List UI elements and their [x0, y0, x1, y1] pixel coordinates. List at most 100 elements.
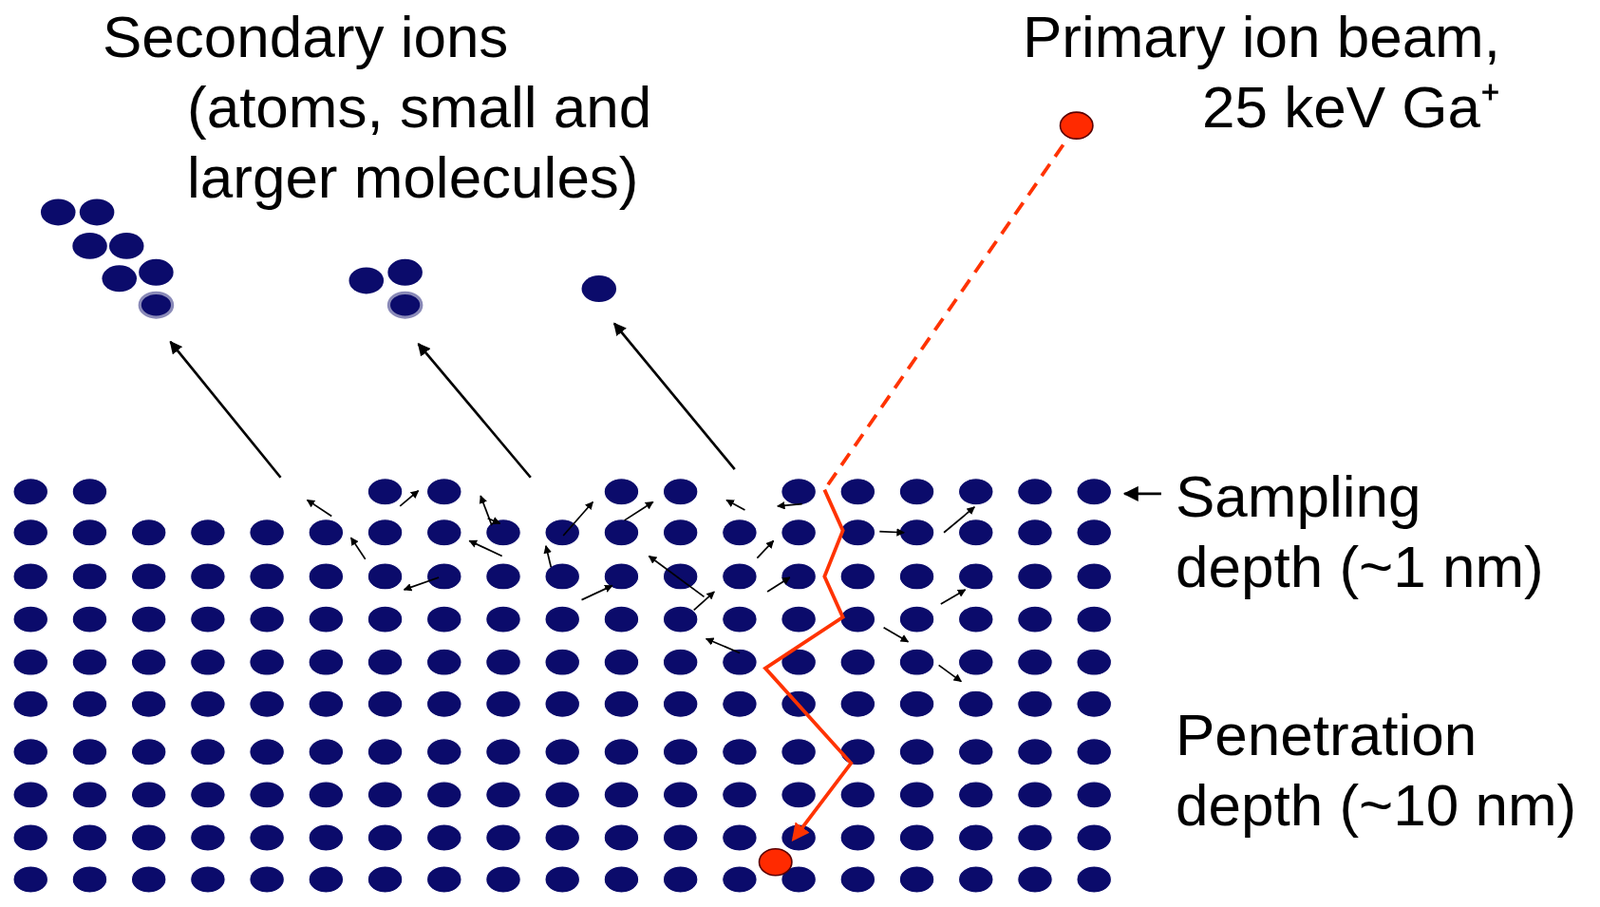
atom	[603, 648, 640, 676]
atom	[899, 781, 935, 809]
atom	[13, 563, 49, 590]
atom	[486, 563, 522, 590]
atom	[486, 824, 522, 851]
atom	[603, 605, 640, 633]
leader-arrow	[1124, 492, 1162, 496]
atom	[781, 478, 817, 506]
atom	[840, 519, 876, 546]
atom	[190, 648, 226, 676]
ejection-arrows	[169, 323, 735, 478]
atom	[427, 738, 463, 766]
recoil-arrow	[756, 540, 773, 558]
atom	[662, 824, 698, 851]
atom	[1017, 738, 1054, 766]
atom	[131, 563, 167, 590]
recoil-arrow	[306, 499, 332, 516]
recoil-arrow	[488, 518, 501, 524]
atom	[722, 690, 758, 717]
atom	[1076, 605, 1112, 633]
atom	[545, 738, 581, 766]
atom	[1017, 563, 1054, 590]
atom	[722, 563, 758, 590]
atom	[840, 690, 876, 717]
atom	[722, 605, 758, 633]
atom	[958, 648, 994, 676]
atom	[72, 865, 108, 893]
atom	[427, 605, 463, 633]
atom	[545, 605, 581, 633]
atom	[131, 738, 167, 766]
atom	[367, 478, 403, 506]
atom	[545, 865, 581, 893]
atom	[545, 690, 581, 717]
atom	[958, 605, 994, 633]
atom	[486, 605, 522, 633]
atom	[603, 519, 640, 546]
recoil-arrow	[480, 495, 492, 526]
atom	[190, 563, 226, 590]
atom	[1017, 605, 1054, 633]
atom	[367, 738, 403, 766]
recoil-arrow	[563, 502, 593, 536]
atom	[1017, 865, 1054, 893]
atom	[427, 781, 463, 809]
recoil-arrow	[404, 577, 440, 590]
atom	[781, 781, 817, 809]
atom	[958, 738, 994, 766]
atom	[13, 865, 49, 893]
atom	[249, 824, 285, 851]
atom	[662, 605, 698, 633]
atom	[131, 824, 167, 851]
recoil-arrow	[943, 507, 975, 533]
collision-cascade-arrows	[306, 490, 975, 682]
atom	[13, 738, 49, 766]
atom	[486, 690, 522, 717]
atom	[72, 824, 108, 851]
atom	[899, 824, 935, 851]
atom	[662, 738, 698, 766]
atom	[840, 824, 876, 851]
atom	[13, 478, 49, 506]
atom	[367, 690, 403, 717]
atom	[1076, 563, 1112, 590]
atom	[1076, 648, 1112, 676]
atom	[249, 781, 285, 809]
atom	[486, 648, 522, 676]
atom	[603, 563, 640, 590]
atom	[13, 690, 49, 717]
atom	[72, 563, 108, 590]
atom	[781, 824, 817, 851]
atom	[958, 865, 994, 893]
atom	[190, 519, 226, 546]
atom	[840, 563, 876, 590]
atom	[1076, 738, 1112, 766]
atom	[1076, 865, 1112, 893]
recoil-arrow	[777, 504, 803, 507]
atom	[1017, 690, 1054, 717]
atom	[662, 690, 698, 717]
atom	[781, 563, 817, 590]
atom	[899, 865, 935, 893]
atom	[190, 738, 226, 766]
atom	[1076, 824, 1112, 851]
atom	[840, 738, 876, 766]
atom	[899, 605, 935, 633]
atom	[840, 605, 876, 633]
atom	[958, 781, 994, 809]
recoil-arrow	[469, 540, 502, 556]
atom	[958, 690, 994, 717]
atom	[662, 519, 698, 546]
atom	[1076, 690, 1112, 717]
recoil-arrow	[941, 589, 966, 604]
primary-ion-path	[759, 112, 1093, 876]
atom	[486, 865, 522, 893]
atom	[249, 738, 285, 766]
atom	[72, 478, 108, 506]
atom	[1017, 648, 1054, 676]
atom	[899, 690, 935, 717]
recoil-arrow	[694, 591, 715, 610]
atom	[249, 563, 285, 590]
atom	[722, 824, 758, 851]
atom	[722, 519, 758, 546]
atom-lattice	[13, 478, 1112, 893]
